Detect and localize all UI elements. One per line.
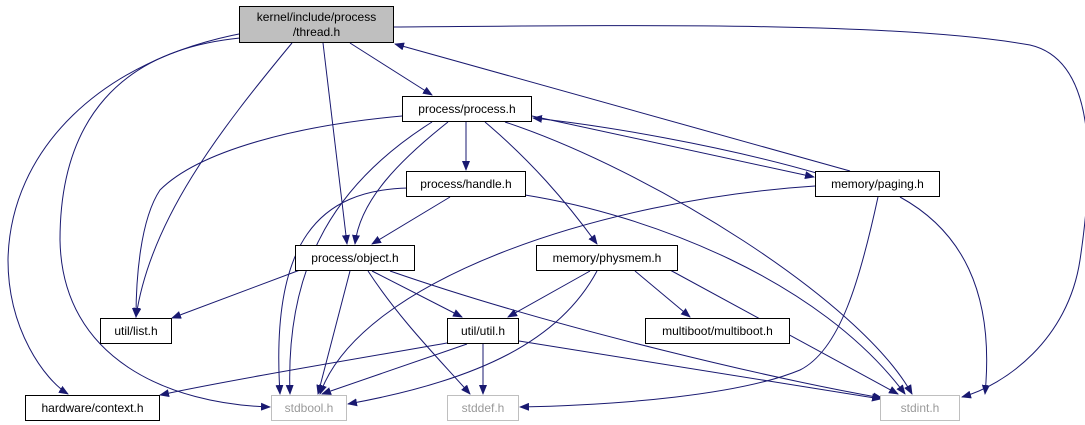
node-handle-h[interactable]: process/handle.h <box>406 171 526 197</box>
edge-object-h-to-stdbool-h <box>316 270 351 395</box>
node-thread-h-line2: /thread.h <box>292 24 341 39</box>
node-paging-h[interactable]: memory/paging.h <box>815 171 940 197</box>
edge-handle-h-to-stdbool-h <box>275 187 409 395</box>
edge-paging-h-to-stdbool-h <box>319 185 816 395</box>
node-process-h[interactable]: process/process.h <box>402 96 532 122</box>
edge-object-h-to-list-h <box>171 269 301 319</box>
edge-handle-h-to-stdint-h <box>524 194 906 395</box>
edge-util-h-to-stdbool-h <box>321 343 468 395</box>
edge-process-h-to-object-h <box>352 121 449 245</box>
edge-paging-h-to-stddef-h <box>519 196 879 411</box>
node-list-h[interactable]: util/list.h <box>100 318 172 344</box>
edge-process-h-to-paging-h <box>531 115 815 180</box>
edge-physmem-h-to-stdbool-h <box>347 270 598 407</box>
edge-physmem-h-to-util-h <box>507 270 591 318</box>
node-object-h[interactable]: process/object.h <box>295 245 415 271</box>
edge-object-h-to-stddef-h <box>367 270 471 395</box>
edge-util-h-to-stdint-h <box>518 340 882 402</box>
node-stddef-h: stddef.h <box>447 395 519 421</box>
edge-object-h-to-util-h <box>371 270 463 318</box>
edge-process-h-to-stdbool-h <box>285 121 433 395</box>
node-stdbool-h: stdbool.h <box>271 395 347 421</box>
edge-process-h-to-list-h <box>132 115 403 318</box>
edge-root-to-context-h <box>7 32 245 395</box>
node-stdint-h: stdint.h <box>880 395 960 421</box>
edge-root-to-process-h <box>349 42 433 96</box>
edge-paging-h-to-root <box>394 42 851 172</box>
node-thread-h: kernel/include/process /thread.h <box>239 6 394 43</box>
edge-paging-h-to-stdint-h <box>899 196 990 395</box>
edge-root-to-stdint-h <box>393 25 1085 399</box>
edge-util-h-to-context-h <box>159 342 448 398</box>
edge-root-to-list-h <box>133 42 293 318</box>
edge-layer <box>7 25 1085 411</box>
edge-root-to-stdbool-h <box>59 37 271 411</box>
node-multiboot-h[interactable]: multiboot/multiboot.h <box>645 318 790 344</box>
node-util-h[interactable]: util/util.h <box>447 318 519 344</box>
edge-paging-h-to-process-h <box>532 114 821 175</box>
node-physmem-h[interactable]: memory/physmem.h <box>536 245 678 271</box>
edge-physmem-h-to-multiboot-h <box>634 270 691 318</box>
edge-process-h-to-physmem-h <box>484 121 598 245</box>
edge-root-to-object-h <box>322 42 350 245</box>
node-thread-h-line1: kernel/include/process <box>256 9 377 24</box>
edge-handle-h-to-object-h <box>371 196 451 245</box>
node-context-h[interactable]: hardware/context.h <box>25 395 160 421</box>
edge-process-h-to-stdint-h <box>504 121 913 395</box>
edge-object-h-to-stdint-h <box>389 270 883 401</box>
